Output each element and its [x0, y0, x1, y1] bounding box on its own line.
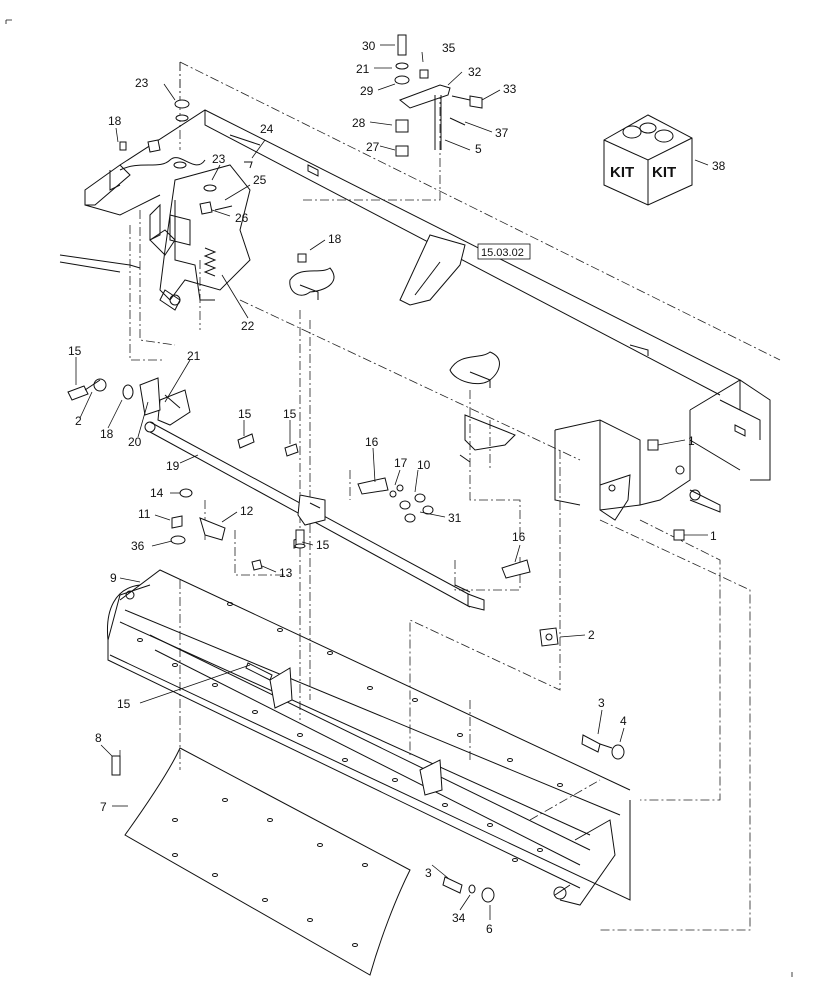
- callout-30: 30: [362, 39, 376, 53]
- callout-17: 17: [394, 456, 408, 470]
- callout-20: 20: [128, 435, 142, 449]
- callout-27: 27: [366, 140, 380, 154]
- callout-16: 16: [365, 435, 379, 449]
- callout-22: 22: [241, 319, 255, 333]
- callout-35: 35: [442, 41, 456, 55]
- callout-2: 2: [588, 628, 595, 642]
- callout-38: 38: [712, 159, 726, 173]
- lower-rotor-panel: [106, 569, 631, 906]
- callout-13: 13: [279, 566, 293, 580]
- shaft-assembly: [139, 377, 485, 611]
- rotor-holes: [137, 602, 563, 862]
- callout-18: 18: [100, 427, 114, 441]
- callout-14: 14: [150, 486, 164, 500]
- callout-34: 34: [452, 911, 466, 925]
- callout-15: 15: [117, 697, 131, 711]
- callout-28: 28: [352, 116, 366, 130]
- callout-11: 11: [138, 507, 151, 521]
- callout-4: 4: [620, 714, 627, 728]
- callout-23: 23: [135, 76, 149, 90]
- callout-1: 1: [710, 529, 717, 543]
- callout-15: 15: [238, 407, 252, 421]
- callout-15: 15: [316, 538, 330, 552]
- callout-32: 32: [468, 65, 482, 79]
- callout-2: 2: [75, 414, 82, 428]
- callout-1: 1: [688, 434, 695, 448]
- kit-label-left: KIT: [610, 164, 634, 181]
- reference-box-text: 15.03.02: [481, 247, 524, 259]
- callout-3: 3: [425, 866, 432, 880]
- callout-6: 6: [486, 922, 493, 936]
- callout-33: 33: [503, 82, 517, 96]
- callout-leaders: [75, 44, 709, 920]
- callout-7: 7: [100, 800, 107, 814]
- callout-19: 19: [166, 459, 180, 473]
- callout-10: 10: [417, 458, 431, 472]
- callout-12: 12: [240, 504, 254, 518]
- callout-36: 36: [131, 539, 145, 553]
- callout-21: 21: [356, 62, 370, 76]
- assembly-guide-lines: [119, 61, 781, 931]
- kit-box-icon: KIT KIT: [603, 114, 693, 206]
- callout-23: 23: [212, 152, 226, 166]
- reference-box: 15.03.02: [477, 243, 531, 260]
- callout-18: 18: [328, 232, 342, 246]
- callout-labels: 30 35 21 32 29 33 23 28 37 18 24 27 5 38…: [68, 39, 726, 936]
- kit-label-right: KIT: [652, 164, 676, 181]
- callout-29: 29: [360, 84, 374, 98]
- callout-25: 25: [253, 173, 267, 187]
- callout-8: 8: [95, 731, 102, 745]
- callout-24: 24: [260, 122, 274, 136]
- callout-15: 15: [283, 407, 297, 421]
- callout-37: 37: [495, 126, 509, 140]
- callout-15: 15: [68, 344, 82, 358]
- callout-9: 9: [110, 571, 117, 585]
- callout-3: 3: [598, 696, 605, 710]
- callout-26: 26: [235, 211, 249, 225]
- upper-frame-housing: [59, 109, 771, 521]
- callout-31: 31: [448, 511, 462, 525]
- corner-mark: [5, 19, 12, 24]
- callout-18: 18: [108, 114, 122, 128]
- callout-5: 5: [475, 142, 482, 156]
- callout-21: 21: [187, 349, 201, 363]
- hardware-parts: [67, 34, 685, 903]
- callout-16: 16: [512, 530, 526, 544]
- curved-cover-plate: [124, 747, 411, 976]
